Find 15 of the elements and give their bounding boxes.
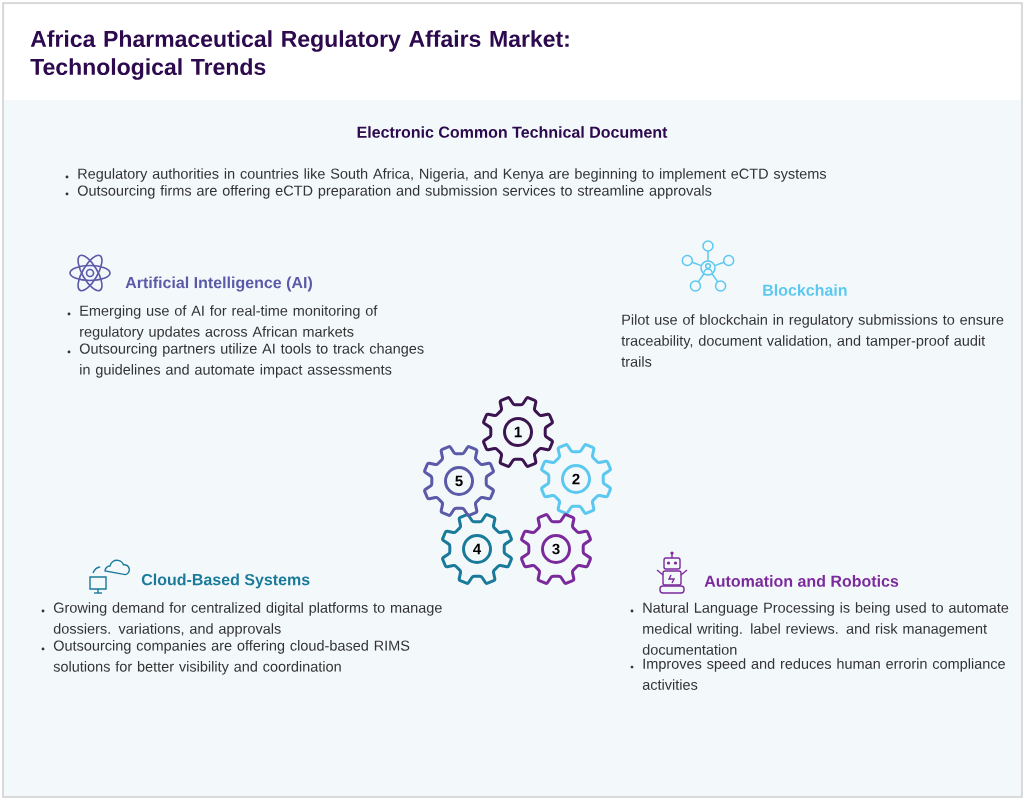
bullet-item: Growing demand for centralized digital platforms to manage dossiers. variations, and approvals: [41, 602, 442, 637]
section-heading: Blockchain: [763, 284, 847, 296]
bullet-item: Improves speed and reduces human errorin compliance activities: [630, 658, 1005, 690]
bullet-item: Outsourcing companies are offering cloud-based RIMS solutions for better visibility and coordination: [41, 640, 410, 675]
section-heading: Automation and Robotics: [704, 575, 899, 587]
section-heading: Artificial Intelligence (AI): [125, 276, 312, 292]
bullet-item: Outsourcing firms are offering eCTD preparation and submission services to streamline approvals: [65, 185, 712, 199]
bullet-item: Regulatory authorities in countries like South Africa, Nigeria, and Kenya are beginning to implement eCTD systems: [65, 168, 827, 182]
bullet-item: Natural Language Processing is being used to automate medical writing. label reviews. and risk management documentation: [630, 602, 1009, 655]
paragraph: Pilot use of blockchain in regulatory submissions to ensure traceability, document validation, and tamper-proof audit trails: [621, 314, 1004, 367]
bullet-item: Emerging use of AI for real-time monitoring of regulatory updates across African markets: [67, 305, 378, 340]
section-heading: Electronic Common Technical Document: [357, 126, 668, 138]
bullet-item: Outsourcing partners utilize AI tools to track changes in guidelines and automate impact assessments: [67, 343, 424, 378]
title: Africa Pharmaceutical Regulatory Affairs Market: Technological Trends: [30, 30, 569, 80]
section-heading: Cloud-Based Systems: [141, 573, 310, 589]
